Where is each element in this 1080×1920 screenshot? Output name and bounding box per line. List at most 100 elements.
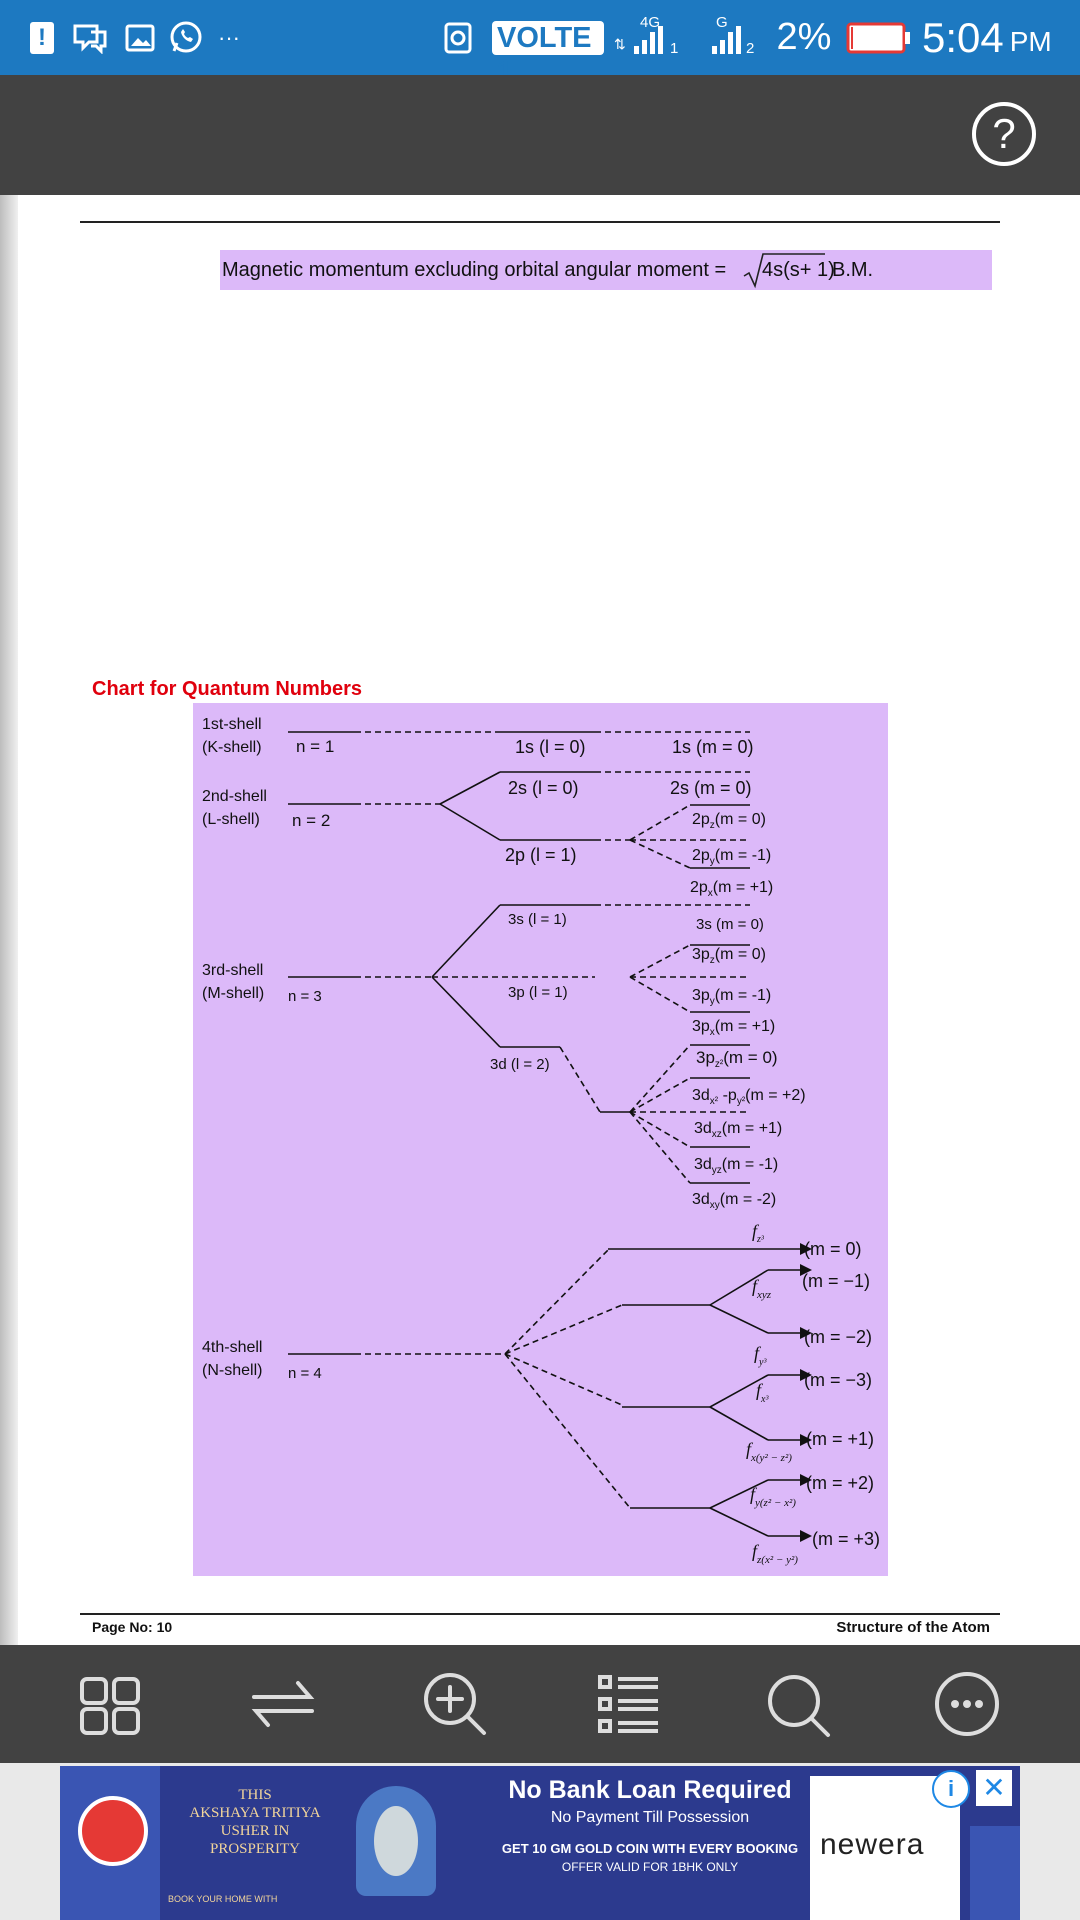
- volte-badge: VOLTE 1: [492, 0, 604, 88]
- quantum-chart-bg: [193, 703, 888, 1576]
- f-orbital-x3: f: [756, 1380, 764, 1400]
- battery-icon: [844, 0, 914, 75]
- ad-banner[interactable]: THIS AKSHAYA TRITIYA USHER IN PROSPERITY…: [60, 1766, 1020, 1920]
- orbital-2py: 2p: [692, 847, 710, 864]
- formula-box: [220, 250, 992, 290]
- whatsapp-icon: [166, 0, 206, 75]
- orbital-sub-labels: 2pz(m = 0) 2py(m = -1) 2px(m = +1) 3pz(m…: [690, 811, 806, 1211]
- search-button[interactable]: [754, 1659, 844, 1749]
- shell-4-alt: (N-shell): [202, 1362, 262, 1379]
- reflow-button[interactable]: [238, 1659, 328, 1749]
- shell-1-n: n = 1: [296, 737, 334, 756]
- more-icon: [935, 1672, 999, 1736]
- f-orbital-zx2y2-m: (m = +3): [812, 1529, 880, 1549]
- signal-4g-icon: 4G ⇅ 1: [614, 14, 679, 57]
- quantum-tree-lines: [288, 731, 800, 1537]
- orbital-3dxz: 3d: [694, 1120, 712, 1137]
- svg-text:3dx² -py²(m = +2): 3dx² -py²(m = +2): [692, 1087, 806, 1107]
- svg-text:fz³: fz³: [752, 1221, 765, 1245]
- subshell-2s: 2s (l = 0): [508, 778, 579, 798]
- chapter-title: Structure of the Atom: [836, 1619, 990, 1636]
- svg-text:fx(y² − z²): fx(y² − z²): [746, 1439, 792, 1464]
- ad-left-footer: BOOK YOUR HOME WITH: [168, 1894, 278, 1904]
- svg-text:fy(z² − x²): fy(z² − x²): [750, 1484, 796, 1509]
- sqrt-symbol: [743, 253, 825, 289]
- screenshot-icon: [442, 0, 474, 75]
- f-orbital-labels: fz³ (m = 0) fxyz (m = −1) (m = −2) fy³ (…: [746, 1221, 880, 1566]
- svg-text:3dyz(m = -1): 3dyz(m = -1): [694, 1156, 778, 1176]
- orbital-3dxy: 3d: [692, 1191, 710, 1208]
- f-orbital-zx2y2: f: [752, 1541, 760, 1561]
- grid-icon: [80, 1677, 140, 1735]
- orbital-3dx2y2: 3d: [692, 1087, 710, 1104]
- formula-unit: B.M.: [832, 259, 873, 281]
- svg-text:3py(m = -1): 3py(m = -1): [692, 987, 771, 1007]
- f-orbital-xy2z2: f: [746, 1439, 754, 1459]
- svg-text:3px(m = +1): 3px(m = +1): [692, 1018, 775, 1038]
- outline-button[interactable]: [584, 1659, 674, 1749]
- more-options-button[interactable]: [922, 1659, 1012, 1749]
- ad-headline: No Bank Loan Required: [508, 1776, 792, 1804]
- f-orbital-y3-m: (m = −2): [804, 1327, 872, 1347]
- ad-close-icon[interactable]: ✕: [976, 1770, 1012, 1806]
- orbital-3dyz: 3d: [694, 1156, 712, 1173]
- gallery-icon: [122, 0, 158, 75]
- shell-2-name: 2nd-shell: [202, 788, 267, 805]
- svg-text:3pz(m = 0): 3pz(m = 0): [692, 946, 766, 966]
- formula-text: Magnetic momentum excluding orbital angu…: [222, 259, 726, 281]
- f-orbital-z3: f: [752, 1221, 760, 1241]
- svg-text:fy³: fy³: [754, 1343, 767, 1368]
- f-orbital-xyz: f: [752, 1276, 760, 1296]
- svg-text:fz(x² − y²): fz(x² − y²): [752, 1541, 798, 1566]
- subshell-3s: 3s (l = 1): [508, 911, 567, 928]
- ad-subline: No Payment Till Possession: [550, 1809, 750, 1826]
- orbital-3pz2: 3p: [696, 1048, 715, 1067]
- shell-1-alt: (K-shell): [202, 739, 262, 756]
- orbital-3py: 3p: [692, 987, 710, 1004]
- ad-logo-icon: [78, 1796, 148, 1866]
- subshell-1s: 1s (l = 0): [515, 737, 586, 757]
- f-orbital-x3-m: (m = −3): [804, 1370, 872, 1390]
- orbital-2px: 2p: [690, 879, 708, 896]
- shell-3-alt: (M-shell): [202, 985, 264, 1002]
- svg-text:2pz(m = 0): 2pz(m = 0): [692, 811, 766, 831]
- list-icon: [598, 1675, 658, 1733]
- svg-text:fxyz: fxyz: [752, 1276, 772, 1301]
- ad-main-text: No Bank Loan Required No Payment Till Po…: [440, 1776, 860, 1874]
- shell-4-n: n = 4: [288, 1365, 322, 1382]
- arrowheads: [800, 1243, 812, 1542]
- help-button[interactable]: ?: [972, 102, 1036, 166]
- svg-text:fx³: fx³: [756, 1380, 769, 1405]
- ad-logo-panel: [60, 1766, 160, 1920]
- shell-3-name: 3rd-shell: [202, 962, 263, 979]
- subshell-3d: 3d (l = 2): [490, 1056, 550, 1073]
- formula-radicand: 4s(s+ 1): [762, 259, 835, 281]
- ad-info-icon[interactable]: i: [932, 1770, 970, 1808]
- f-orbital-xyz-m: (m = −1): [802, 1271, 870, 1291]
- ad-coin-icon: [374, 1806, 418, 1876]
- f-orbital-xy2z2-m: (m = +1): [806, 1429, 874, 1449]
- message-app-icon: [70, 0, 110, 75]
- svg-text:3pz²(m = 0): 3pz²(m = 0): [696, 1048, 778, 1070]
- subshell-3p: 3p (l = 1): [508, 984, 568, 1001]
- thumbnails-button[interactable]: [66, 1659, 156, 1749]
- f-orbital-y3: f: [754, 1343, 762, 1363]
- bottom-toolbar: [0, 1645, 1080, 1763]
- f-orbital-z3-m: (m = 0): [804, 1239, 862, 1259]
- ad-brand: newera: [820, 1828, 925, 1861]
- battery-percent: 2%: [776, 16, 832, 58]
- signal-g-icon: G 2: [696, 0, 760, 75]
- page-number: Page No: 10: [92, 1619, 172, 1635]
- swap-arrows-icon: [251, 1681, 315, 1727]
- shell-4-name: 4th-shell: [202, 1339, 262, 1356]
- svg-text:2px(m = +1): 2px(m = +1): [690, 879, 773, 899]
- shell-3-n: n = 3: [288, 988, 322, 1005]
- zoom-button[interactable]: [410, 1659, 500, 1749]
- shell-2-alt: (L-shell): [202, 811, 260, 828]
- ad-offer-2: OFFER VALID FOR 1BHK ONLY: [561, 1860, 739, 1874]
- ad-product-image: [356, 1786, 436, 1896]
- app-bar: ?: [0, 75, 1080, 195]
- orbital-1s: 1s (m = 0): [672, 737, 754, 757]
